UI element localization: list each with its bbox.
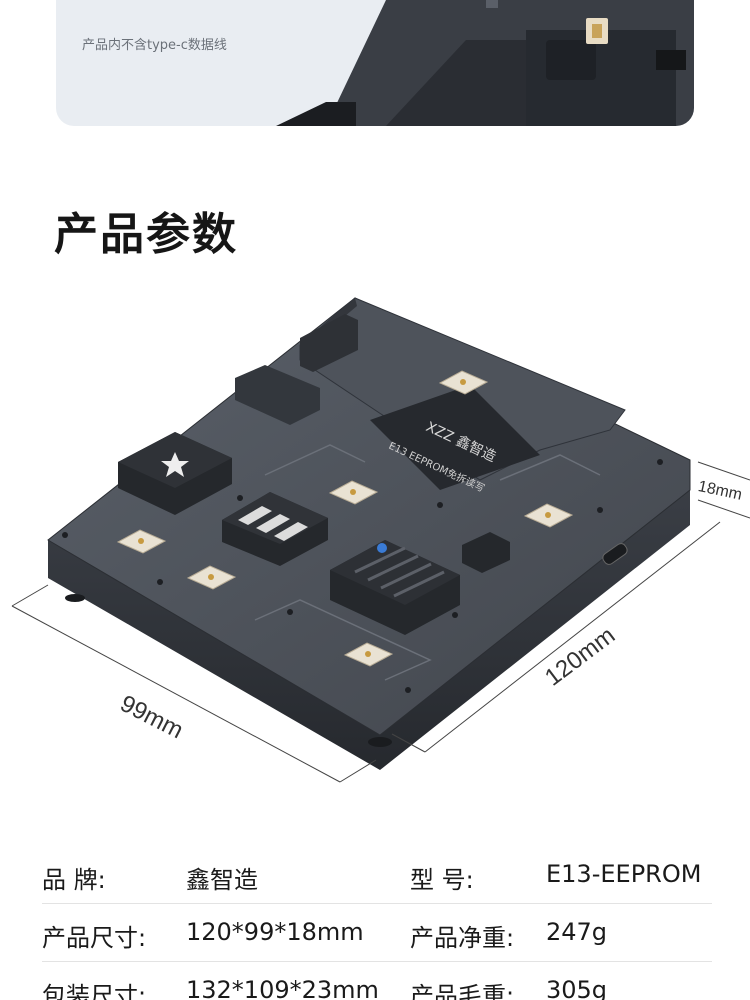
spec-value-gross-weight: 305g (546, 976, 608, 1000)
spec-key-net-weight: 产品净重: (410, 924, 515, 952)
small-block (462, 532, 510, 573)
block-midleft (235, 365, 320, 425)
spec-key-brand: 品 牌: (42, 866, 106, 894)
led-indicator (377, 543, 387, 553)
banner-card: 产品内不含type-c数据线 (56, 0, 694, 126)
socket-4 (438, 370, 489, 395)
dim-line-length (424, 521, 721, 753)
socket-6 (343, 642, 394, 667)
usb-c-port (602, 543, 628, 565)
spec-row: 产品尺寸: 120*99*18mm 产品净重: 247g (42, 904, 712, 962)
dim-line-width (11, 605, 341, 783)
label-plate (370, 385, 540, 490)
spec-row: 包装尺寸: 132*109*23mm 产品毛重: 305g (42, 962, 712, 1000)
socket-2 (186, 565, 237, 590)
spec-value-net-weight: 247g (546, 918, 608, 946)
banner-device-image (276, 0, 694, 126)
spec-value-model: E13-EEPROM (546, 860, 702, 888)
spec-value-size: 120*99*18mm (186, 918, 364, 946)
spec-table: 品 牌: 鑫智造 型 号: E13-EEPROM 产品尺寸: 120*99*18… (42, 846, 712, 1000)
spec-value-brand: 鑫智造 (186, 866, 258, 894)
section-title: 产品参数 (54, 209, 238, 260)
block-topleft (300, 314, 358, 372)
spec-row: 品 牌: 鑫智造 型 号: E13-EEPROM (42, 846, 712, 904)
spec-value-package-size: 132*109*23mm (186, 976, 379, 1000)
spec-key-package-size: 包装尺寸: (42, 982, 147, 1000)
spec-key-model: 型 号: (410, 866, 474, 894)
dim-line-height (697, 461, 750, 481)
spec-key-size: 产品尺寸: (42, 924, 147, 952)
socket-1 (116, 529, 167, 554)
socket-5 (523, 503, 574, 528)
spec-key-gross-weight: 产品毛重: (410, 982, 515, 1000)
banner-note: 产品内不含type-c数据线 (82, 38, 227, 53)
plate-side (48, 490, 690, 770)
star-icon (161, 452, 189, 477)
socket-3 (328, 480, 379, 505)
product-illustration: XZZ 鑫智造 E13 EEPROM免拆读写 (11, 297, 750, 783)
